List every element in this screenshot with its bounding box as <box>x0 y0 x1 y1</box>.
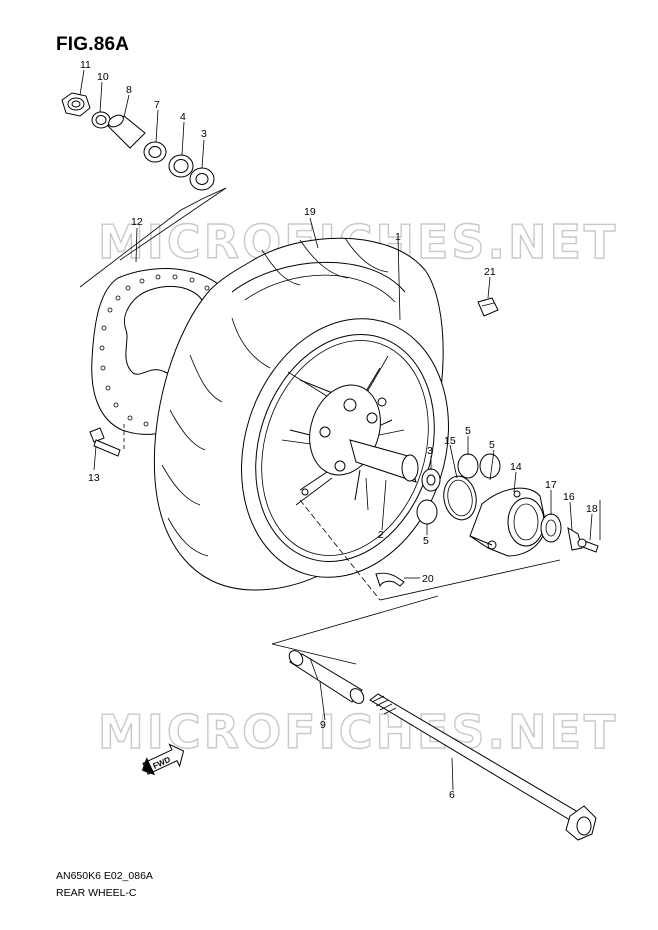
callout-18: 18 <box>586 503 598 515</box>
callout-12: 12 <box>131 216 143 228</box>
bearing-3-top <box>189 167 215 191</box>
model-code: AN650K6 E02_086A <box>56 870 153 882</box>
callout-14: 14 <box>510 461 522 473</box>
nut-11 <box>61 92 91 117</box>
collar-9 <box>288 650 365 704</box>
washer-10 <box>91 111 111 129</box>
valve-20 <box>299 499 405 601</box>
bolt-13 <box>89 424 125 457</box>
spacer-8 <box>107 114 146 149</box>
callout-16: 16 <box>563 491 575 503</box>
diagram-caption: REAR WHEEL-C <box>56 887 137 899</box>
callout-numbers: 11 10 8 7 4 3 12 19 1 21 13 3 15 5 5 14 … <box>80 59 598 801</box>
cover-17 <box>540 513 562 543</box>
bearing-3-right <box>421 468 441 492</box>
callout-3-right: 3 <box>427 445 433 457</box>
seal-7 <box>143 141 167 163</box>
callout-1: 1 <box>395 231 401 243</box>
damper-5c <box>416 499 438 525</box>
callout-20: 20 <box>422 573 434 585</box>
callout-15: 15 <box>444 435 456 447</box>
clip-21 <box>477 297 499 317</box>
callout-11: 11 <box>80 59 91 71</box>
callout-10: 10 <box>97 71 109 83</box>
callout-9: 9 <box>320 719 326 731</box>
bracket-14 <box>469 487 546 557</box>
callout-19: 19 <box>304 206 316 218</box>
callout-5-bottom: 5 <box>423 535 429 547</box>
axle-sleeve-2 <box>349 439 419 483</box>
callout-17: 17 <box>545 479 557 491</box>
callout-5-top: 5 <box>465 425 471 437</box>
watermark-bottom: MICROFICHES.NET <box>98 705 618 759</box>
bolt-18 <box>577 538 599 553</box>
callout-2: 2 <box>378 529 384 541</box>
callout-21: 21 <box>484 266 496 278</box>
callout-5-mid: 5 <box>489 439 495 451</box>
callout-7: 7 <box>154 99 160 111</box>
damper-5b <box>479 453 501 479</box>
leader-lines <box>79 69 593 791</box>
ring-4 <box>168 154 194 178</box>
axle-6 <box>369 693 597 841</box>
callout-4: 4 <box>180 111 186 123</box>
callout-3-top: 3 <box>201 128 207 140</box>
o-ring-15 <box>443 475 477 521</box>
figure-title: FIG.86A <box>56 34 130 55</box>
callout-8: 8 <box>126 84 132 96</box>
damper-5a <box>457 453 479 479</box>
callout-13: 13 <box>88 472 100 484</box>
callout-6: 6 <box>449 789 455 801</box>
